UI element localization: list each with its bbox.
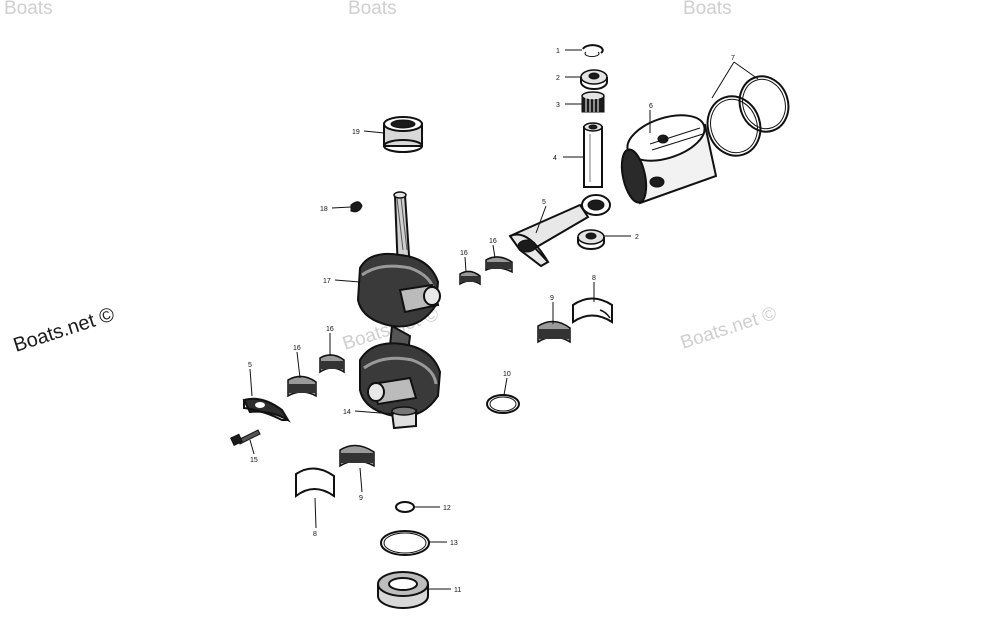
callout-2b: 2 (635, 234, 639, 241)
part-8-bearing-half-right (572, 297, 613, 324)
callout-2a: 2 (556, 75, 560, 82)
part-16-bearing-rod-a (459, 270, 481, 286)
callout-1: 1 (556, 48, 560, 55)
part-14-lower-journal (390, 406, 417, 430)
part-17-crankshaft (356, 191, 442, 418)
watermark-top-left: Boats (4, 0, 53, 19)
part-16-bearing-left-b (287, 375, 317, 398)
watermark-top-right: Boats (683, 0, 732, 19)
part-2-thrust-washer-rod (577, 229, 605, 250)
part-9-needle-bearing-right (537, 320, 571, 344)
callout-11: 11 (454, 587, 461, 594)
callout-18: 18 (320, 206, 328, 213)
part-5-connecting-rod (508, 194, 611, 268)
callout-17: 17 (323, 278, 331, 285)
callout-16d: 16 (293, 345, 301, 352)
part-11-seal (377, 571, 429, 609)
callout-16a: 16 (460, 250, 468, 257)
part-16-bearing-left-a (319, 354, 345, 374)
part-6-piston (620, 114, 718, 205)
callout-6: 6 (649, 103, 653, 110)
part-12-o-ring-small (395, 501, 415, 513)
callout-9b: 9 (359, 495, 363, 502)
callout-16b: 16 (489, 238, 497, 245)
part-10-ring (486, 394, 520, 414)
part-16-bearing-rod-b (485, 256, 513, 274)
callout-10: 10 (503, 371, 511, 378)
part-13-o-ring-large (380, 530, 430, 556)
callout-labels: 1 2 3 4 6 7 5 2 8 9 10 16 16 19 18 17 14… (248, 48, 735, 594)
callout-7: 7 (731, 55, 735, 62)
callout-14: 14 (343, 409, 351, 416)
leader-lines (249, 49, 759, 590)
watermark-right: Boats.net © (678, 303, 779, 354)
part-8-bearing-half-left (295, 467, 335, 499)
part-9-needle-bearing-left (339, 444, 375, 468)
part-3-needle-bearing (581, 91, 605, 113)
callout-9a: 9 (550, 295, 554, 302)
callout-4: 4 (553, 155, 557, 162)
part-1-retaining-ring (582, 44, 604, 58)
callout-19: 19 (352, 129, 360, 136)
callout-13: 13 (450, 540, 458, 547)
callout-5b: 5 (248, 362, 252, 369)
callout-5a: 5 (542, 199, 546, 206)
part-4-wrist-pin (583, 122, 603, 188)
part-2-thrust-washer-top (580, 69, 608, 90)
part-15-screw (230, 429, 261, 446)
part-18-woodruff-key (350, 201, 363, 213)
callout-16c: 16 (326, 326, 334, 333)
callout-8b: 8 (313, 531, 317, 538)
part-7-piston-rings (706, 75, 790, 157)
callout-15: 15 (250, 457, 258, 464)
part-5-bearing-cap (242, 397, 291, 423)
callout-12: 12 (443, 505, 451, 512)
callout-8a: 8 (592, 275, 596, 282)
watermark-top-center: Boats (348, 0, 397, 19)
callout-3: 3 (556, 102, 560, 109)
watermark-main: Boats.net © (11, 303, 118, 356)
part-19-bearing (383, 116, 423, 153)
